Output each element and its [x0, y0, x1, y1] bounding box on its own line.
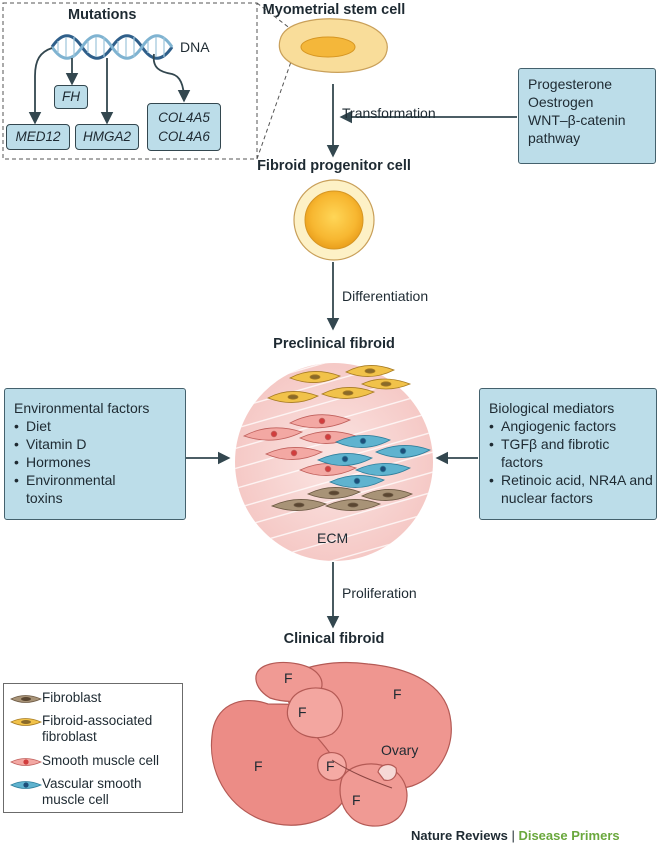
gene-fh: FH: [54, 85, 88, 109]
fibroid-label: F: [326, 758, 335, 774]
dna-label: DNA: [180, 39, 210, 55]
hormones-box: Progesterone Oestrogen WNT–β-catenin pat…: [518, 68, 656, 164]
credit: Nature Reviews | Disease Primers: [411, 828, 620, 843]
legend-fibroid-fibroblast-icon: [10, 718, 42, 726]
legend-vascular-smooth-muscle-icon: [10, 781, 42, 789]
ecm-circle: [235, 363, 433, 561]
label-proliferation: Proliferation: [342, 585, 417, 601]
gene-med12: MED12: [6, 124, 70, 150]
arrow-dna-col4a: [152, 53, 191, 103]
gene-col4a-group: COL4A5 COL4A6: [147, 103, 221, 151]
legend-fibroblast-icon: [10, 695, 42, 703]
environmental-item-toxins: Environmental toxins: [14, 471, 146, 507]
legend-vascular-smooth-muscle: Vascular smooth muscle cell: [42, 776, 142, 807]
biological-title: Biological mediators: [489, 400, 615, 416]
environmental-item-hormones: Hormones: [14, 453, 176, 471]
fibroid-label: F: [298, 704, 307, 720]
hormone-pathway: pathway: [528, 130, 581, 146]
mutations-box: [2, 2, 258, 160]
environmental-item-vitamin-d: Vitamin D: [14, 435, 176, 453]
gene-col4a5: COL4A5: [158, 110, 210, 125]
environmental-factors-box: Environmental factors Diet Vitamin D Hor…: [4, 388, 186, 520]
biological-item-angiogenic: Angiogenic factors: [489, 417, 647, 435]
environmental-item-diet: Diet: [14, 417, 176, 435]
legend-smooth-muscle-icon: [10, 758, 42, 766]
hormone-progesterone: Progesterone: [528, 76, 613, 92]
gene-hmga2: HMGA2: [75, 124, 139, 150]
credit-journal: Nature Reviews: [411, 828, 508, 843]
clinical-fibroid-illustration: [210, 661, 452, 827]
dna-helix-icon: [50, 34, 174, 60]
environmental-title: Environmental factors: [14, 400, 150, 416]
biological-mediators-box: Biological mediators Angiogenic factors …: [479, 388, 657, 520]
hormone-wnt: WNT–β-catenin: [528, 112, 626, 128]
credit-separator: |: [507, 828, 519, 843]
fibroid-label: F: [254, 758, 263, 774]
hormone-oestrogen: Oestrogen: [528, 94, 594, 110]
label-differentiation: Differentiation: [342, 288, 429, 304]
arrow-dna-med12: [28, 47, 53, 125]
fibroid-label: F: [284, 670, 293, 686]
progenitor-cell-icon: [293, 179, 375, 261]
gene-col4a6: COL4A6: [158, 129, 210, 144]
biological-item-tgfb: TGFβ and fibrotic factors: [489, 435, 641, 471]
legend-fibroblast: Fibroblast: [42, 690, 102, 705]
ecm-label: ECM: [317, 530, 349, 546]
label-transformation: Transformation: [342, 105, 436, 121]
ovary-label: Ovary: [381, 742, 419, 758]
stage-stem-cell: Myometrial stem cell: [262, 2, 406, 18]
stem-cell-icon: [278, 18, 388, 73]
legend-smooth-muscle: Smooth muscle cell: [42, 753, 160, 768]
legend: Fibroblast Fibroid-associated fibroblast…: [3, 683, 183, 813]
fibroid-label: F: [352, 792, 361, 808]
biological-item-retinoic: Retinoic acid, NR4A and nuclear factors: [489, 471, 661, 507]
stage-progenitor: Fibroid progenitor cell: [257, 158, 411, 174]
mutations-title: Mutations: [68, 7, 137, 23]
credit-series: Disease Primers: [518, 828, 620, 843]
fibroid-label: F: [393, 686, 402, 702]
stage-preclinical: Preclinical fibroid: [273, 336, 395, 352]
legend-fibroid-fibroblast: Fibroid-associated fibroblast: [42, 713, 153, 744]
stage-clinical: Clinical fibroid: [283, 631, 385, 647]
